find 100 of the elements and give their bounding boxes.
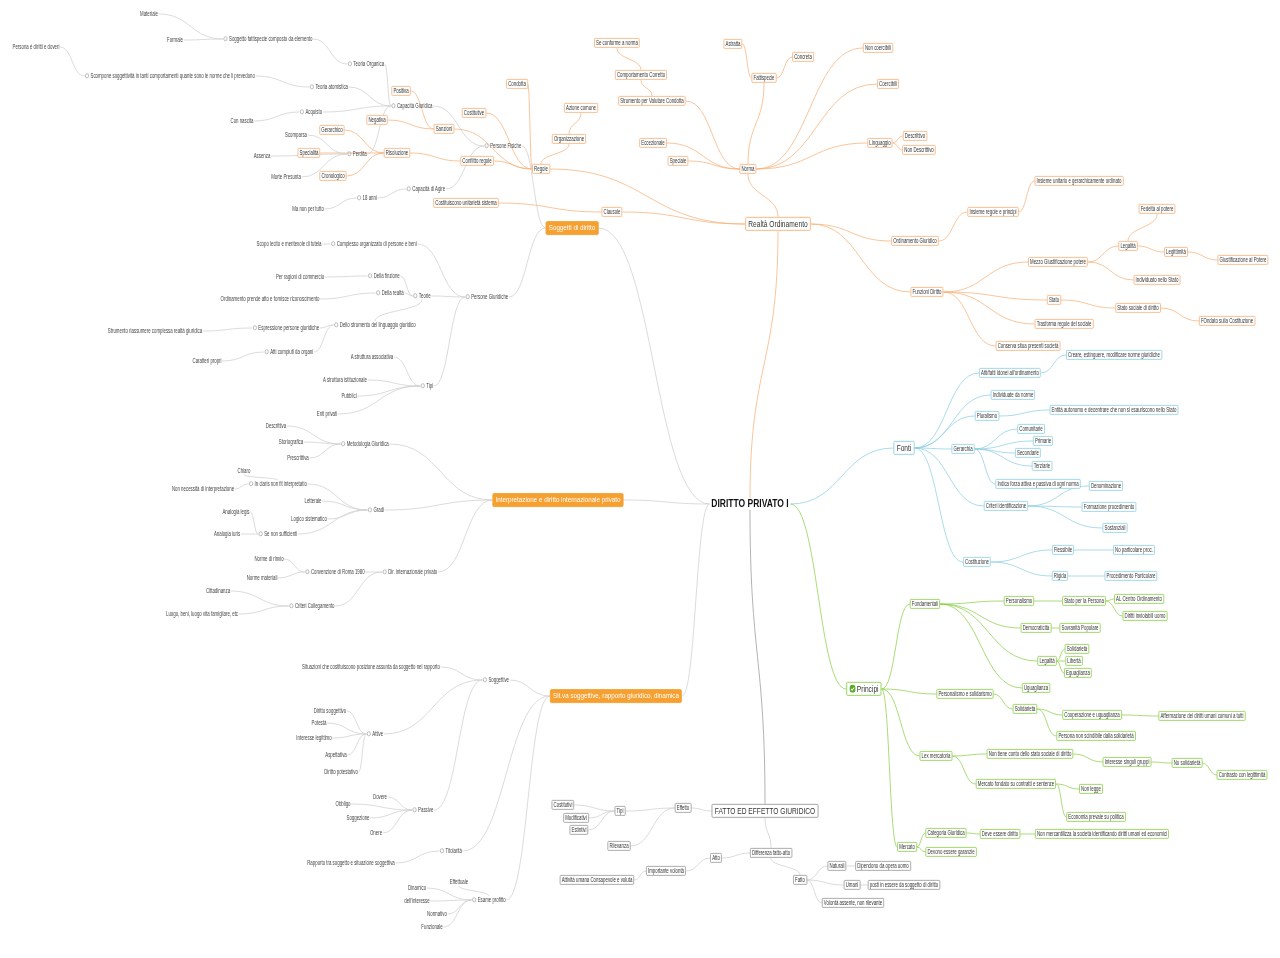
connector-line <box>623 499 711 505</box>
topic-text: Interpretazione e diritto internazionale privato <box>495 495 621 505</box>
connector-line <box>429 899 472 902</box>
connector-line <box>297 509 368 535</box>
connector-line <box>462 695 551 852</box>
connector-line <box>806 865 828 881</box>
connector-line <box>588 810 616 831</box>
connector-line <box>622 211 746 225</box>
connector-line <box>1055 783 1080 790</box>
connector-line <box>685 857 711 872</box>
connector-line <box>939 603 1023 689</box>
connector-line <box>690 807 712 812</box>
connector-line <box>810 223 892 242</box>
connector-line <box>1019 833 1036 835</box>
connector-line <box>742 43 752 79</box>
connector-line <box>1018 180 1035 213</box>
connector-line <box>303 441 341 445</box>
connector-line <box>1056 660 1065 674</box>
connector-line <box>974 448 1016 454</box>
connector-line <box>568 112 582 135</box>
connector-line <box>319 152 385 154</box>
connector-line <box>881 603 911 690</box>
connector-line <box>433 296 466 387</box>
connector-line <box>951 755 977 785</box>
connector-line <box>243 474 279 481</box>
connector-line <box>498 202 602 213</box>
connector-line <box>1160 307 1200 322</box>
connector-line <box>442 899 472 928</box>
connector-line <box>334 571 383 607</box>
connector-line <box>202 327 253 332</box>
connector-line <box>1027 505 1103 529</box>
connector-line <box>253 111 300 122</box>
connector-line <box>331 733 367 739</box>
connector-line <box>943 291 997 347</box>
connector-line <box>914 447 964 563</box>
connector-line <box>409 152 461 162</box>
connector-line <box>681 503 711 697</box>
connector-line <box>346 152 385 177</box>
connector-line <box>916 846 926 853</box>
topic-text: Realtà Ordinamento <box>748 219 808 229</box>
connector-line <box>990 561 1053 577</box>
connector-line <box>387 119 435 130</box>
connector-line <box>374 299 423 322</box>
connector-line <box>916 832 926 848</box>
connector-line <box>1105 600 1124 617</box>
connector-line <box>283 558 306 573</box>
connector-line <box>640 79 653 97</box>
connector-line <box>1105 598 1115 602</box>
connector-line <box>624 807 676 812</box>
connector-line <box>322 105 392 113</box>
connector-line <box>404 292 414 297</box>
connector-line <box>1121 714 1159 717</box>
connector-line <box>458 885 490 897</box>
connector-line <box>616 47 642 71</box>
connector-line <box>598 227 711 505</box>
connector-line <box>881 688 921 757</box>
connector-line <box>521 145 546 229</box>
connector-line <box>892 135 904 144</box>
connector-line <box>337 385 421 415</box>
connector-line <box>1056 648 1066 662</box>
topic-text: Soggetti di diritto <box>548 223 596 233</box>
connector-line <box>747 173 779 218</box>
connector-line <box>1056 660 1066 662</box>
connector-line <box>509 679 551 697</box>
connector-line <box>508 227 546 298</box>
connector-line <box>1187 251 1218 261</box>
connector-line <box>756 142 868 170</box>
connector-line <box>1060 299 1116 309</box>
connector-line <box>806 879 845 886</box>
connector-line <box>1055 783 1067 818</box>
connector-line <box>749 509 766 805</box>
connector-line <box>313 324 335 353</box>
connector-line <box>319 292 376 300</box>
connector-line <box>1033 600 1063 602</box>
connector-line <box>540 143 570 165</box>
connector-line <box>630 807 676 847</box>
connector-line <box>687 160 740 170</box>
connector-line <box>440 666 483 681</box>
connector-line <box>384 499 493 511</box>
connector-line <box>277 571 306 579</box>
connector-line <box>383 679 483 735</box>
connector-line <box>506 695 551 901</box>
topic-text: Fonti <box>896 443 912 453</box>
connector-line <box>221 351 265 362</box>
connector-line <box>347 733 367 756</box>
connector-line <box>1087 261 1135 281</box>
connector-line <box>993 693 1014 710</box>
connector-line <box>770 857 801 876</box>
connector-line <box>1073 549 1114 551</box>
connector-line <box>573 804 616 812</box>
connector-line <box>881 688 937 695</box>
connector-line <box>400 275 414 297</box>
connector-line <box>1050 627 1060 629</box>
connector-line <box>588 810 616 819</box>
connector-line <box>764 817 772 849</box>
connector-line <box>364 571 383 573</box>
connector-line <box>1201 762 1218 776</box>
connector-line <box>966 832 981 835</box>
connector-line <box>810 223 911 293</box>
connector-line <box>234 483 249 490</box>
